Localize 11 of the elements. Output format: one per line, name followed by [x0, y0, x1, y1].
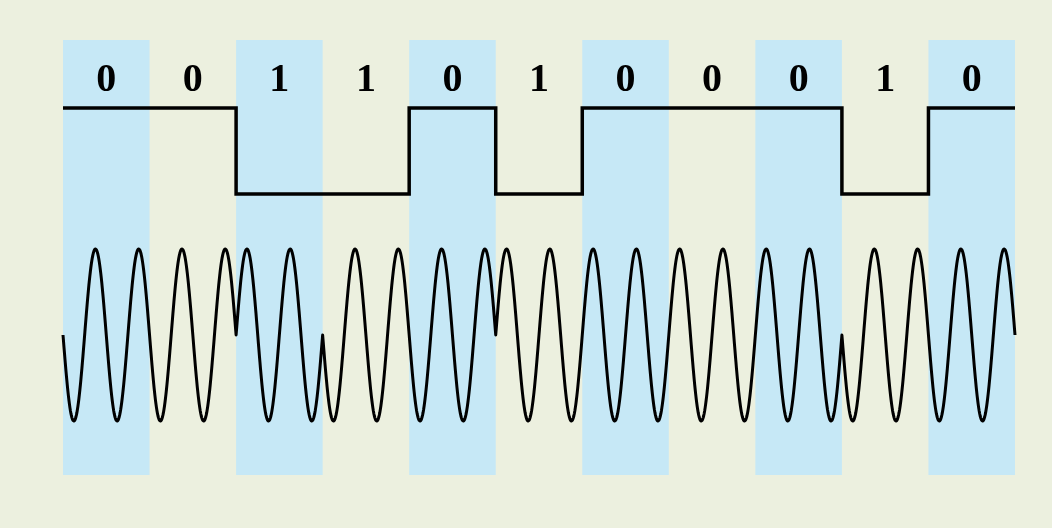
bit-label: 0 — [182, 62, 203, 94]
bit-label: 0 — [96, 62, 117, 94]
bit-label: 1 — [529, 62, 549, 94]
bit-label: 1 — [355, 62, 376, 94]
bit-label: 0 — [615, 62, 636, 94]
bit-label: 0 — [961, 62, 982, 94]
bit-label: 1 — [269, 62, 290, 94]
bit-label: 0 — [442, 62, 463, 94]
bit-label: 0 — [702, 62, 723, 94]
bit-label: 0 — [788, 62, 809, 94]
bit-label: 1 — [875, 62, 896, 94]
